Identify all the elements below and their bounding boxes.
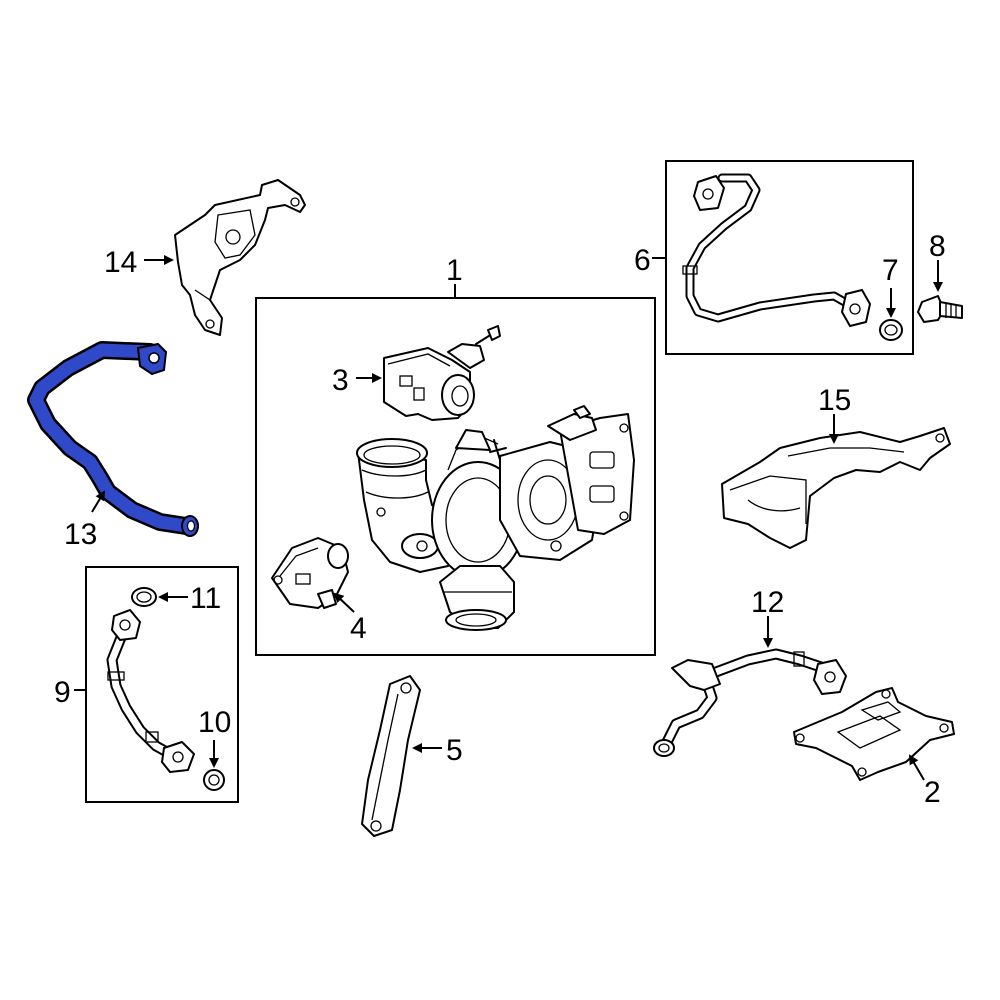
callout-5: 5: [446, 734, 463, 767]
callout-15: 15: [818, 384, 851, 417]
part-7-washer[interactable]: [879, 319, 903, 341]
leader-4: [333, 592, 355, 613]
part-14-heat-shield[interactable]: [174, 179, 306, 336]
callout-14: 14: [104, 246, 137, 279]
callout-8: 8: [929, 230, 946, 263]
callout-11: 11: [190, 582, 221, 615]
part-11-seal[interactable]: [131, 587, 157, 607]
callout-3: 3: [332, 364, 349, 397]
part-12-oil-return-pipe[interactable]: [653, 648, 847, 757]
callout-6: 6: [634, 244, 651, 277]
callout-4: 4: [350, 612, 367, 645]
callout-10: 10: [198, 706, 231, 739]
part-11-seal-hole: [136, 591, 152, 603]
part-10-seal-hole: [208, 774, 220, 786]
leader-2: [908, 754, 925, 781]
part-2-gasket[interactable]: [793, 687, 955, 781]
leader-13: [91, 490, 106, 513]
callout-7: 7: [882, 254, 899, 287]
callout-9: 9: [54, 676, 71, 709]
callout-1: 1: [446, 254, 463, 287]
oil-return-line-box: [85, 566, 239, 803]
part-6-oil-feed-line[interactable]: [682, 173, 871, 327]
part-10-seal[interactable]: [203, 769, 225, 791]
part-8-bolt[interactable]: [917, 295, 963, 323]
callout-12: 12: [751, 586, 784, 619]
callout-2: 2: [924, 776, 941, 809]
part-5-bracket[interactable]: [361, 675, 421, 837]
callout-13: 13: [64, 518, 97, 551]
part-4-wastegate-actuator[interactable]: [271, 537, 349, 609]
part-3-actuator[interactable]: [383, 325, 501, 421]
part-7-washer-hole: [884, 324, 898, 336]
part-1-turbocharger[interactable]: [356, 405, 635, 631]
part-9-oil-line[interactable]: [106, 609, 195, 773]
part-13-coolant-pipe[interactable]: [27, 341, 199, 537]
part-15-heat-shield[interactable]: [721, 427, 951, 549]
